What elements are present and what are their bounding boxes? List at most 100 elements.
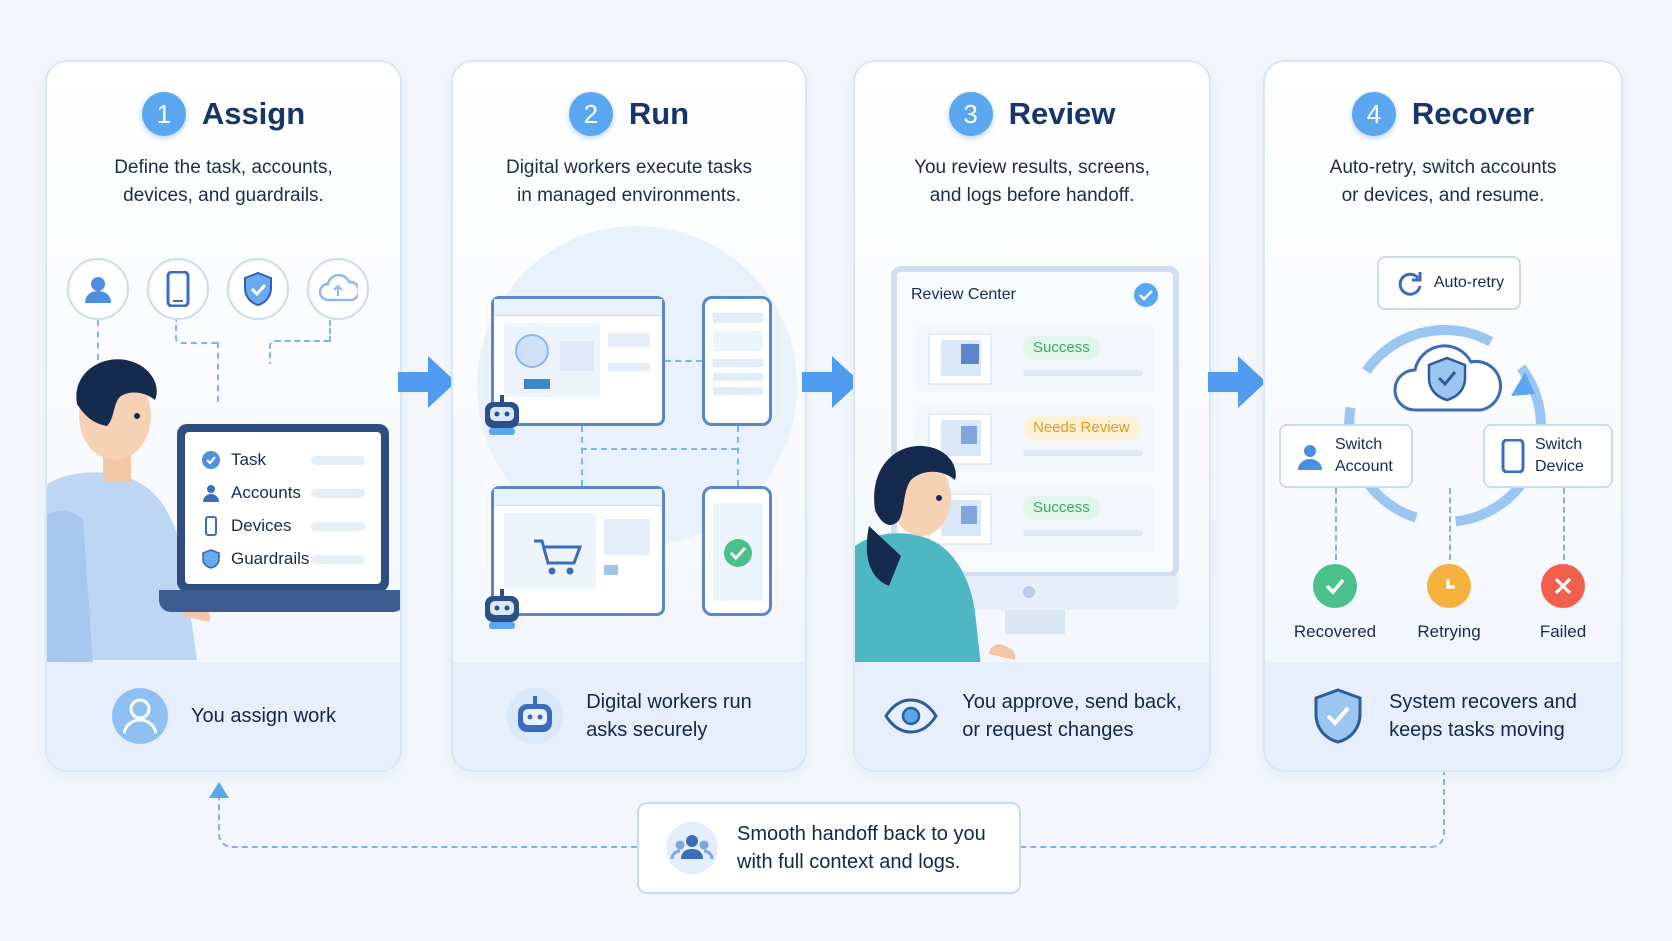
- step-run-panel: 2 Run Digital workers execute tasks in m…: [451, 60, 807, 772]
- connector-line: [665, 360, 702, 362]
- checklist-label: Task: [231, 450, 266, 469]
- phone-device: [702, 296, 772, 426]
- person-reviewing-illustration: [855, 445, 1016, 666]
- check-circle-icon: [202, 451, 220, 469]
- user-icon: [203, 485, 219, 502]
- checklist-item: Devices: [201, 516, 365, 536]
- handoff-text: Smooth handoff back to you with full con…: [737, 823, 986, 873]
- step-description: Digital workers execute tasks in managed…: [505, 157, 753, 206]
- review-center-title: Review Center: [911, 286, 1016, 303]
- step-footer-text: You assign work: [191, 705, 336, 727]
- connector-line: [1449, 488, 1451, 560]
- outcome-label: Failed: [1539, 622, 1587, 641]
- checklist-item: Task: [201, 450, 365, 470]
- arrow-up-icon: [209, 782, 229, 798]
- handoff-loop-line: [218, 790, 639, 848]
- connector-line: [269, 340, 331, 364]
- connector-line: [737, 426, 739, 486]
- robot-icon: [507, 688, 564, 744]
- checklist-label: Guardrails: [231, 549, 310, 568]
- phone-icon: [205, 516, 217, 536]
- close-icon: [1541, 564, 1585, 608]
- robot-icon: [485, 589, 519, 629]
- eye-icon: [884, 698, 939, 734]
- auto-retry-label: Auto-retry: [1433, 274, 1505, 291]
- status-badge: Needs Review: [1023, 416, 1140, 440]
- checklist-item: Accounts: [201, 483, 365, 503]
- status-badge: Success: [1023, 496, 1100, 520]
- step-number-badge: 3: [948, 92, 993, 136]
- review-item[interactable]: Success: [915, 326, 1155, 392]
- step-description: Define the task, accounts, devices, and …: [114, 157, 333, 206]
- step-footer-text: Digital workers run asks securely: [586, 691, 752, 741]
- screenshot-thumbnail-icon: [928, 413, 992, 465]
- step-header: 2 Run: [453, 92, 805, 136]
- step-footer: System recovers and keeps tasks moving: [1265, 662, 1621, 770]
- step-review-panel: 3 Review You review results, screens, an…: [853, 60, 1211, 772]
- connector-line: [1335, 488, 1337, 560]
- monitor-stand: [1005, 610, 1065, 634]
- step-header: 1 Assign: [47, 92, 400, 136]
- robot-icon: [485, 395, 519, 435]
- connector-line: [217, 342, 219, 402]
- monitor-power-dot: [1023, 586, 1035, 598]
- check-circle-icon: [1134, 283, 1158, 307]
- cloud-shield-icon: [1393, 344, 1502, 412]
- check-icon: [1313, 564, 1357, 608]
- cart-icon: [504, 513, 650, 589]
- review-item[interactable]: Needs Review: [915, 406, 1155, 472]
- flow-arrow-icon: [1208, 356, 1266, 408]
- checklist-label: Devices: [231, 516, 292, 535]
- check-circle-icon: [713, 503, 763, 601]
- browser-window: [491, 486, 665, 616]
- connector-line: [1563, 488, 1565, 560]
- step-number-badge: 2: [568, 92, 613, 136]
- review-item[interactable]: Success: [915, 486, 1155, 552]
- phone-device: [702, 486, 772, 616]
- outcome-label: Recovered: [1293, 622, 1377, 641]
- step-description: You review results, screens, and logs be…: [914, 157, 1150, 206]
- handoff-loop-line: [1021, 772, 1445, 848]
- cloud-icon: [307, 258, 369, 320]
- flow-arrow-icon: [802, 356, 860, 408]
- connector-line: [329, 320, 331, 342]
- laptop-screen: Task Accounts Devices Guardrails: [177, 424, 389, 592]
- connector-line: [581, 448, 737, 450]
- checklist-item: Guardrails: [201, 549, 365, 569]
- status-badge: Success: [1023, 336, 1100, 360]
- step-title: Run: [628, 96, 690, 131]
- step-title: Recover: [1411, 96, 1535, 131]
- outcome-label: Retrying: [1417, 622, 1481, 641]
- clock-icon: [1427, 564, 1471, 608]
- person-at-laptop-illustration: [47, 359, 211, 664]
- laptop-base: [159, 590, 400, 612]
- phone-icon: [147, 258, 209, 320]
- step-header: 3 Review: [855, 92, 1209, 136]
- connector-line: [581, 426, 583, 486]
- step-title: Review: [1008, 96, 1116, 131]
- step-number-badge: 1: [141, 92, 186, 136]
- refresh-icon: [1398, 272, 1422, 296]
- team-icon: [666, 822, 718, 874]
- step-number-badge: 4: [1351, 92, 1396, 136]
- step-footer-text: You approve, send back, or request chang…: [962, 691, 1182, 741]
- user-icon: [1298, 445, 1322, 470]
- step-footer: You assign work: [47, 662, 400, 770]
- handoff-box: Smooth handoff back to you with full con…: [637, 802, 1021, 894]
- step-title: Assign: [201, 96, 306, 131]
- connector-line: [175, 320, 221, 344]
- user-icon: [112, 688, 169, 744]
- switch-account-label: Switch Account: [1335, 436, 1393, 475]
- flow-arrow-icon: [398, 356, 456, 408]
- switch-account-chip: Switch Account: [1279, 424, 1413, 488]
- step-footer: Digital workers run asks securely: [453, 662, 805, 770]
- phone-icon: [1501, 439, 1525, 473]
- step-footer: You approve, send back, or request chang…: [855, 662, 1209, 770]
- auto-retry-chip: Auto-retry: [1377, 256, 1521, 310]
- shield-icon: [227, 258, 289, 320]
- checklist-label: Accounts: [231, 483, 301, 502]
- shield-icon: [202, 549, 220, 569]
- switch-device-label: Switch Device: [1535, 436, 1584, 475]
- step-footer-text: System recovers and keeps tasks moving: [1389, 691, 1577, 741]
- switch-device-chip: Switch Device: [1483, 424, 1613, 488]
